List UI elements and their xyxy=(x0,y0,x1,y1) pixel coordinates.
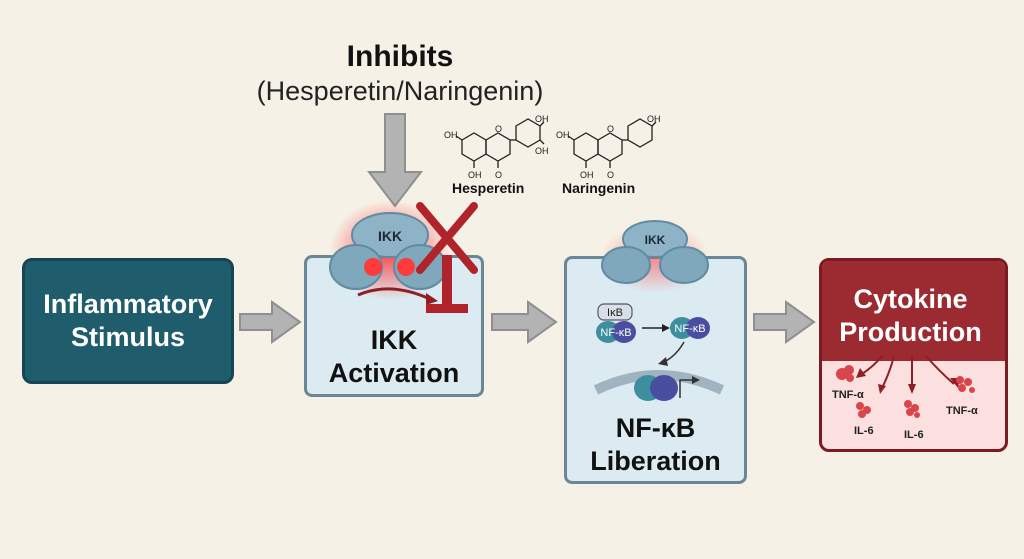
naringenin-o-2: O xyxy=(607,124,614,134)
nfkb-liberation-box xyxy=(564,256,747,484)
flow-arrow-1 xyxy=(239,300,302,344)
hesperetin-oh-4: OH xyxy=(535,146,549,156)
tnf-alpha-label-1: TNF-α xyxy=(832,389,864,401)
nfkb-free-label: NF-κB xyxy=(674,323,705,335)
hesperetin-o-2: O xyxy=(495,124,502,134)
hesperetin-structure: OH OH O O OH OH xyxy=(444,114,549,180)
nfkb-liberation-label: NF-κB Liberation xyxy=(564,412,747,478)
hesperetin-oh-2: OH xyxy=(468,170,482,180)
stimulus-line1: Inflammatory xyxy=(43,289,213,319)
cytokine-production-label: Cytokine Production xyxy=(819,283,1002,349)
ikk-complex-label-2: IKK xyxy=(645,233,666,247)
naringenin-structure: OH OH O O OH xyxy=(556,114,661,180)
tnf-alpha-label-2: TNF-α xyxy=(946,405,978,417)
ikk-complex-label: IKK xyxy=(378,228,402,244)
nfkb-bound-label: NF-κB xyxy=(600,327,631,339)
stimulus-line2: Stimulus xyxy=(70,322,185,352)
ikk-complex-graphic-2: IKK xyxy=(600,220,710,293)
ikk-line1: IKK xyxy=(370,325,418,355)
hesperetin-oh-1: OH xyxy=(444,130,458,140)
inflammatory-stimulus-box: Inflammatory Stimulus xyxy=(22,258,234,384)
hesperetin-label: Hesperetin xyxy=(452,180,525,196)
inhibition-x-icon xyxy=(416,202,478,313)
cytokine-line1: Cytokine xyxy=(853,284,968,314)
flow-arrow-3 xyxy=(753,300,816,344)
hesperetin-o-1: O xyxy=(495,170,502,180)
flow-arrow-2 xyxy=(491,300,558,344)
inhibitor-names: (Hesperetin/Naringenin) xyxy=(256,76,544,106)
ikb-label: IκB xyxy=(607,307,623,319)
cytokine-release-graphic: TNF-α IL-6 IL-6 TNF-α xyxy=(832,355,978,441)
cytokine-header xyxy=(822,261,1005,361)
inhibit-down-arrow xyxy=(366,113,424,208)
cytokine-production-box xyxy=(819,258,1008,452)
il6-label-2: IL-6 xyxy=(904,429,924,441)
il6-label-1: IL-6 xyxy=(854,425,874,437)
naringenin-oh-2: OH xyxy=(580,170,594,180)
ikk-activation-label: IKK Activation xyxy=(304,324,484,390)
naringenin-oh-3: OH xyxy=(647,114,661,124)
ikk-complex-graphic: IKK xyxy=(329,200,450,305)
naringenin-o-1: O xyxy=(607,170,614,180)
ikk-line2: Activation xyxy=(328,358,460,388)
hesperetin-oh-3: OH xyxy=(535,114,549,124)
nfkb-line2: Liberation xyxy=(590,446,721,476)
cytokine-line2: Production xyxy=(839,317,982,347)
nfkb-line1: NF-κB xyxy=(615,413,696,443)
nfkb-release-graphic: IκB NF-κB NF-κB xyxy=(594,303,724,401)
inhibits-title: Inhibits xyxy=(346,40,454,73)
naringenin-oh-1: OH xyxy=(556,130,570,140)
naringenin-label: Naringenin xyxy=(562,180,636,196)
